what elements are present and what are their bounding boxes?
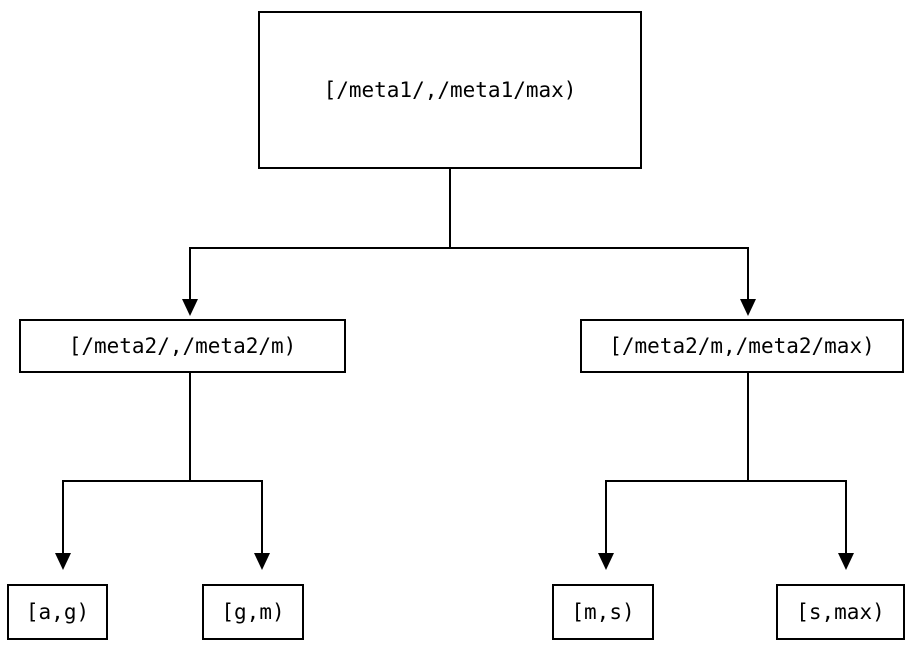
arrow-down-icon (55, 553, 71, 570)
arrow-down-icon (182, 299, 198, 316)
tree-node-leaf-a-g[interactable]: [a,g) (7, 584, 108, 640)
node-box-root (258, 11, 642, 169)
connector-root-to-mid-left (189, 168, 451, 301)
arrow-down-icon (598, 553, 614, 570)
node-box-mid-left (19, 319, 346, 373)
arrow-down-icon (838, 553, 854, 570)
node-box-mid-right (580, 319, 904, 373)
node-box-leaf-m-s (552, 584, 654, 640)
node-layer: [/meta1/,/meta1/max) [/meta2/,/meta2/m) [/… (7, 11, 905, 640)
node-label-mid-left: [/meta2/,/meta2/m) (69, 334, 297, 358)
tree-node-leaf-s-max[interactable]: [s,max) (776, 584, 905, 640)
node-label-root: [/meta1/,/meta1/max) (324, 78, 577, 102)
connector-mid-left-to-leaf-g-m (189, 372, 263, 554)
arrow-down-icon (740, 299, 756, 316)
node-label-leaf-g-m: [g,m) (221, 600, 284, 624)
connector-root-to-mid-right (449, 168, 749, 301)
node-label-leaf-s-max: [s,max) (796, 600, 885, 624)
tree-node-mid-right[interactable]: [/meta2/m,/meta2/max) (580, 319, 904, 373)
node-box-leaf-a-g (7, 584, 108, 640)
connector-mid-right-to-leaf-m-s (605, 372, 749, 554)
tree-node-root[interactable]: [/meta1/,/meta1/max) (258, 11, 642, 169)
tree-node-mid-left[interactable]: [/meta2/,/meta2/m) (19, 319, 346, 373)
connector-layer (55, 168, 854, 570)
connector-mid-left-to-leaf-a-g (62, 372, 191, 554)
node-label-leaf-m-s: [m,s) (571, 600, 634, 624)
tree-node-leaf-m-s[interactable]: [m,s) (552, 584, 654, 640)
tree-node-leaf-g-m[interactable]: [g,m) (202, 584, 304, 640)
node-box-leaf-g-m (202, 584, 304, 640)
connector-mid-right-to-leaf-s-max (747, 372, 847, 554)
arrow-down-icon (254, 553, 270, 570)
node-label-mid-right: [/meta2/m,/meta2/max) (609, 334, 875, 358)
node-box-leaf-s-max (776, 584, 905, 640)
node-label-leaf-a-g: [a,g) (26, 600, 89, 624)
